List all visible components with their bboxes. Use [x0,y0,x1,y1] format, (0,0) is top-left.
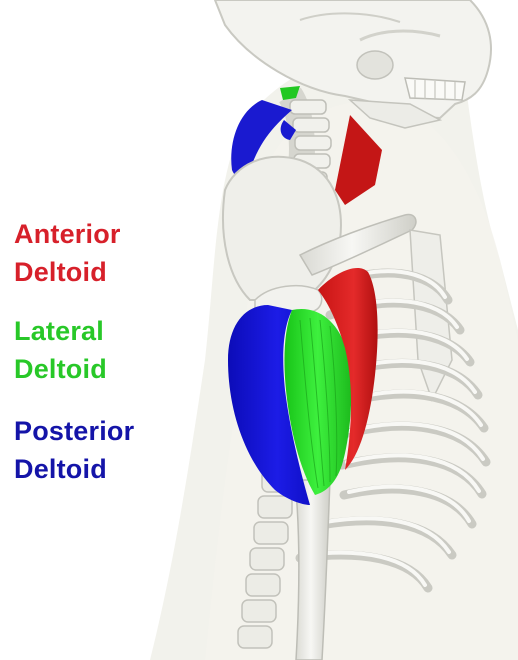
posterior-deltoid-label: Posterior Deltoid [14,412,134,488]
anterior-deltoid-muscle [318,268,378,470]
lateral-deltoid-label-line1: Lateral [14,316,104,346]
anterior-deltoid-label-line1: Anterior [14,219,121,249]
lateral-deltoid-muscle [284,308,352,495]
scapula [222,155,342,301]
lateral-deltoid-label: Lateral Deltoid [14,312,107,388]
anterior-deltoid-label: Anterior Deltoid [14,215,121,291]
trapezius-blue-small [280,120,296,140]
posterior-deltoid-label-line2: Deltoid [14,454,107,484]
humerus [294,479,331,660]
trapezius-green [280,86,300,100]
posterior-deltoid-muscle [228,305,310,505]
skull [213,0,492,129]
trapezius-blue [231,100,292,178]
lateral-deltoid-striations [299,317,338,489]
lateral-deltoid-label-line2: Deltoid [14,354,107,384]
neck-muscle-red [335,115,382,205]
posterior-deltoid-label-line1: Posterior [14,416,135,446]
clavicle [298,213,417,276]
anterior-deltoid-label-line2: Deltoid [14,257,107,287]
